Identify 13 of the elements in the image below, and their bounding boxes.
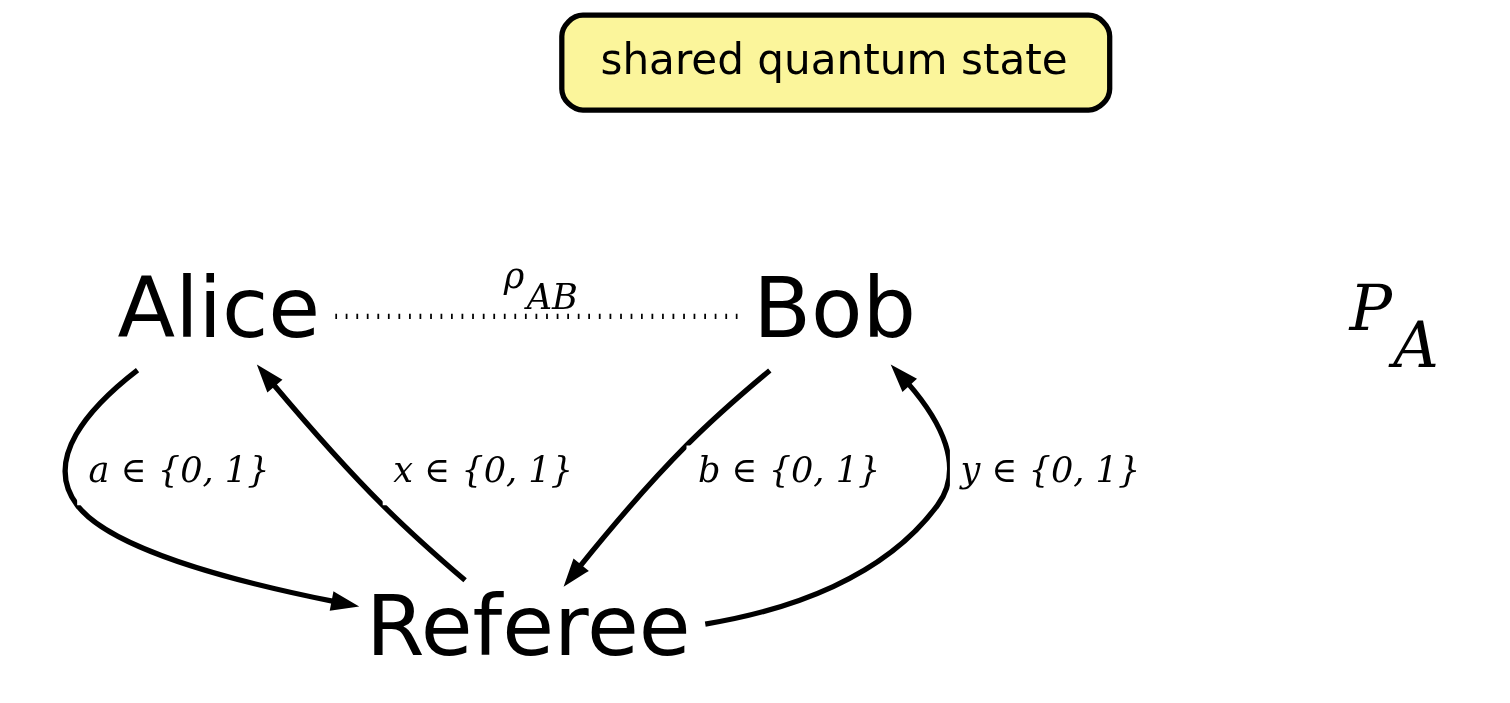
edge-label: x ∈ {0, 1}: [392, 449, 573, 491]
connector: [334, 313, 739, 319]
edge-label: a ∈ {0, 1}: [88, 449, 269, 491]
arrow: [704, 364, 952, 627]
arrow: [256, 364, 467, 583]
node-text: Bob: [752, 259, 916, 358]
node-text: Alice: [117, 259, 320, 358]
edge-label: y ∈ {0, 1}: [959, 449, 1140, 491]
arrow: [62, 368, 359, 611]
arrow: [563, 368, 771, 587]
node-text: Referee: [365, 577, 691, 676]
edge-label: b ∈ {0, 1}: [697, 449, 880, 491]
node-box: shared quantum state: [558, 12, 1112, 113]
